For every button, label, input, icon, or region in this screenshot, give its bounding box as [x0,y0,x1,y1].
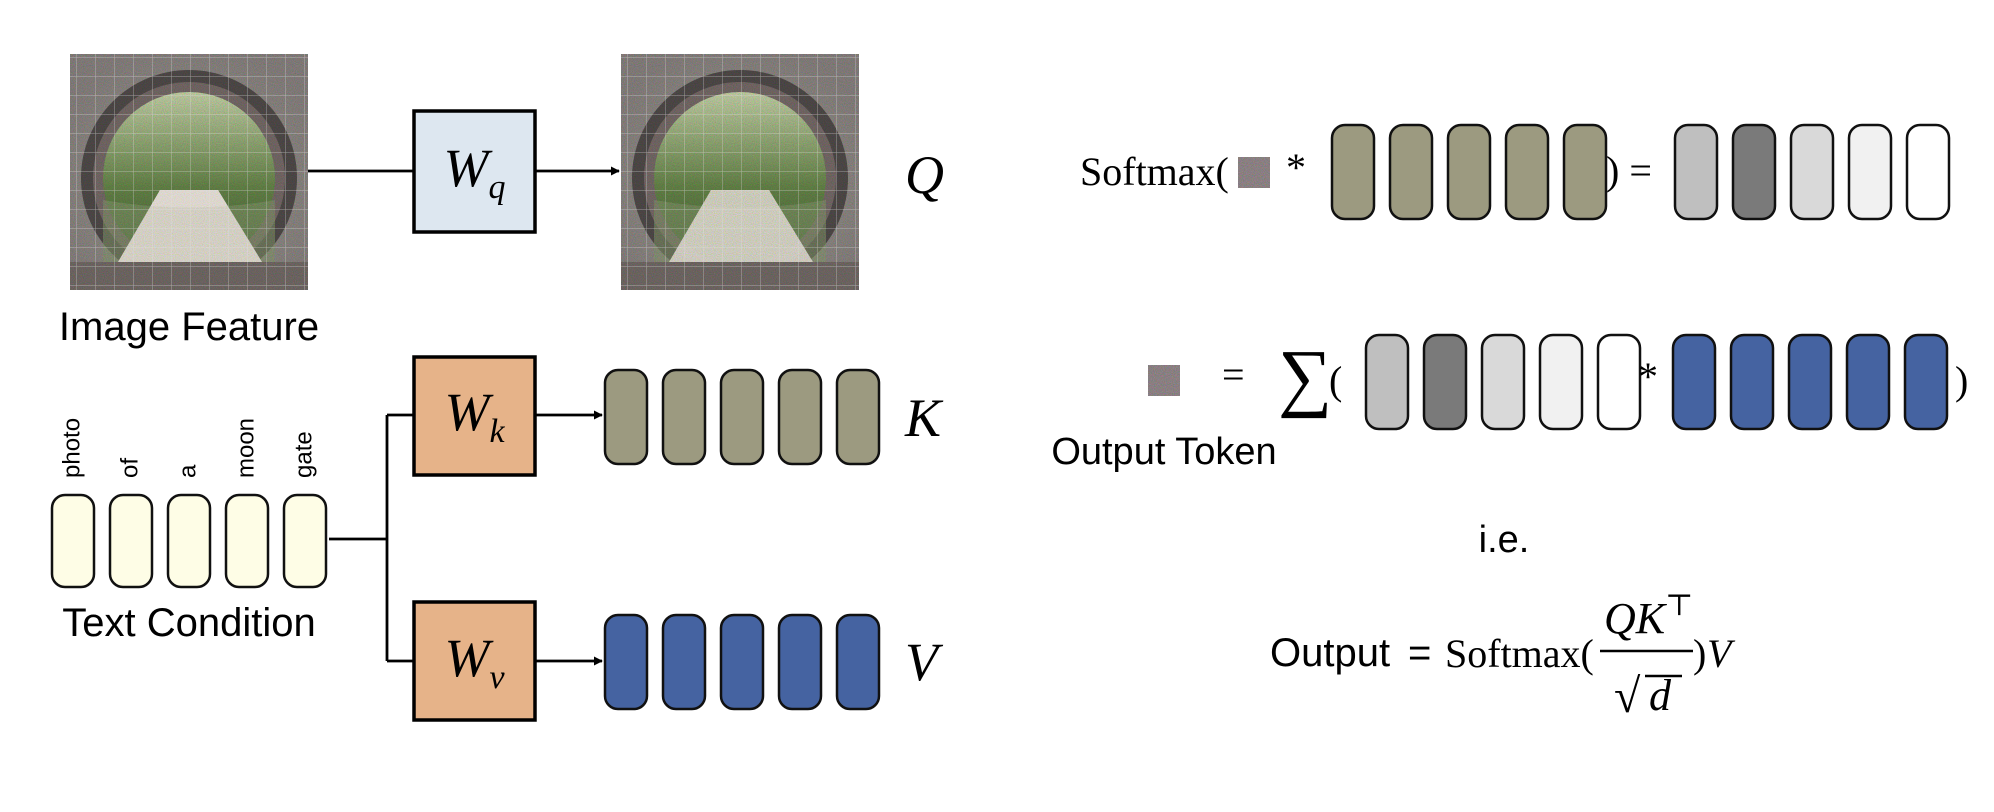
sum-value-token [1671,333,1717,431]
softmax-key-token [1562,123,1608,221]
text-token-word: a [174,464,201,478]
key-token [603,368,649,466]
text-token-word: of [116,458,143,478]
q-symbol: Q [905,145,944,205]
text-token-words: photo of a moon gate [58,418,317,478]
softmax-key-tokens [1330,123,1608,221]
softmax-times: * [1286,145,1306,190]
key-token [661,368,707,466]
sum-value-token [1787,333,1833,431]
formula-numerator: QK⊤ [1604,589,1693,643]
output-token-label: Output Token [1051,431,1276,473]
output-pixel-swatch [1148,365,1180,396]
attention-formula: Output = Softmax( QK⊤ √ d ) V [1270,589,1736,723]
sum-score-token [1422,333,1468,431]
value-tokens [603,613,881,711]
image-feature-picture [70,54,308,290]
text-condition-label: Text Condition [62,601,315,645]
text-token-word: moon [232,418,259,478]
text-condition-tokens [50,493,328,589]
text-token [282,493,328,589]
weight-q-box: Wq [412,109,537,234]
weight-q-base: W [444,138,494,198]
formula-sup: ⊤ [1665,589,1693,622]
formula-func: Softmax( [1445,631,1594,676]
weight-k-box: Wk [412,355,537,477]
softmax-key-token [1446,123,1492,221]
sum-value-token [1903,333,1949,431]
formula-lhs: Output [1270,631,1390,675]
softmax-score-token [1731,123,1777,221]
formula-num-k: K [1635,594,1668,643]
value-token [835,613,881,711]
text-token [108,493,154,589]
softmax-score-token [1789,123,1835,221]
text-token-word: gate [290,431,317,478]
value-token [603,613,649,711]
softmax-key-token [1388,123,1434,221]
sum-score-tokens [1364,333,1642,431]
value-token [777,613,823,711]
softmax-score-token [1673,123,1719,221]
softmax-score-token [1905,123,1951,221]
query-picture [621,54,859,290]
value-token [661,613,707,711]
k-symbol: K [904,388,944,448]
sum-value-token [1729,333,1775,431]
sum-value-token [1845,333,1891,431]
ie-label: i.e. [1479,519,1530,561]
sum-value-tokens [1671,333,1949,431]
sum-score-token [1364,333,1410,431]
sum-score-token [1538,333,1584,431]
softmax-key-token [1330,123,1376,221]
weight-q-sub: q [488,169,505,206]
formula-root: √ [1614,670,1641,723]
softmax-key-token [1504,123,1550,221]
text-token [50,493,96,589]
weight-k-base: W [444,382,494,442]
sum-equation: = ∑ ( * ) Output Token [1051,335,1968,473]
weight-v-sub: v [489,659,505,696]
svg-text:Wk: Wk [444,382,505,450]
weight-v-base: W [444,628,494,688]
text-token [166,493,212,589]
weight-v-box: Wv [412,600,537,722]
svg-text:Wv: Wv [444,628,505,696]
svg-text:Wq: Wq [444,138,506,206]
connectors [308,166,620,666]
key-token [835,368,881,466]
weight-k-sub: k [489,413,505,450]
softmax-func: Softmax( [1080,149,1229,194]
softmax-score-tokens [1673,123,1951,221]
value-token [719,613,765,711]
sum-open-paren: ( [1329,358,1342,403]
sum-times: * [1638,354,1658,399]
sum-close-paren: ) [1955,358,1968,403]
formula-close: ) [1693,631,1706,676]
v-symbol: V [905,632,944,692]
text-token [224,493,270,589]
image-feature-label: Image Feature [59,305,319,349]
text-token-word: photo [58,418,85,478]
key-token [719,368,765,466]
key-token [777,368,823,466]
formula-v: V [1707,631,1736,676]
formula-equals: = [1408,631,1431,675]
sum-equals: = [1222,352,1245,397]
sigma-symbol: ∑ [1278,335,1332,419]
softmax-close-eq: ) = [1606,148,1652,193]
key-tokens [603,368,881,466]
formula-num-q: Q [1604,594,1636,643]
sum-score-token [1480,333,1526,431]
formula-den: d [1649,671,1672,720]
sum-score-token [1596,333,1642,431]
softmax-equation: Softmax( * ) = [1080,145,1652,194]
query-pixel-swatch [1238,157,1270,188]
softmax-score-token [1847,123,1893,221]
